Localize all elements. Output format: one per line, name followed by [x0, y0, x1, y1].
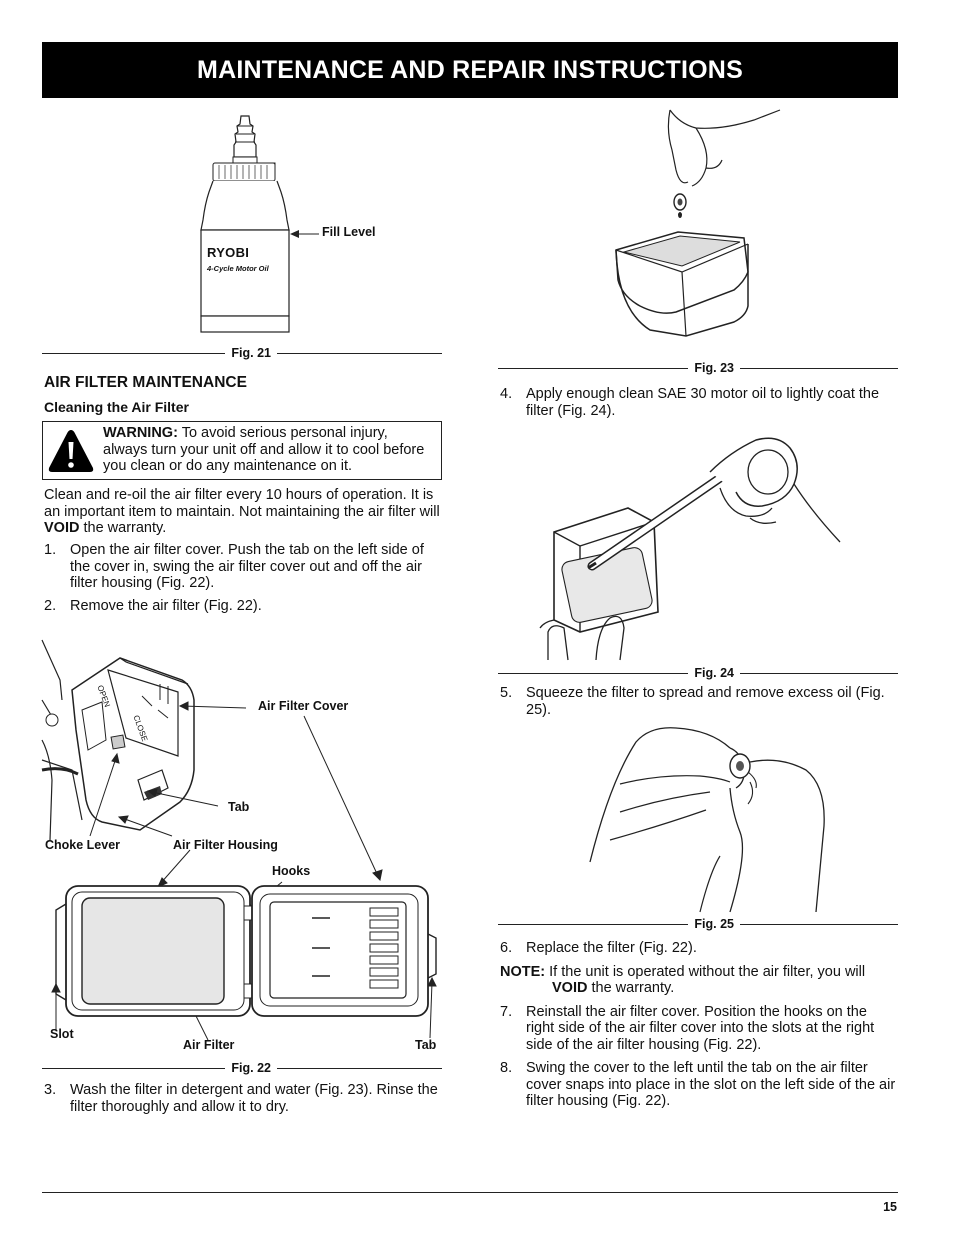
- warning-text: WARNING: To avoid serious personal injur…: [99, 422, 441, 479]
- air-filter-engine-illustration: [41, 639, 195, 841]
- right-steps-lower: 6. Replace the filter (Fig. 22). NOTE: If…: [500, 940, 898, 1110]
- page-title: MAINTENANCE AND REPAIR INSTRUCTIONS: [197, 55, 743, 84]
- fig25-caption: Fig. 25: [694, 917, 734, 931]
- note-label: NOTE:: [500, 963, 546, 980]
- step-number: 6.: [500, 940, 513, 956]
- step-6: 6. Replace the filter (Fig. 22).: [500, 940, 898, 957]
- step-text: Remove the air filter (Fig. 22).: [70, 597, 262, 614]
- step-number: 2.: [44, 597, 57, 614]
- label-choke-lever: Choke Lever: [45, 838, 121, 852]
- fill-level-label: Fill Level: [322, 225, 376, 239]
- subsection-title-cleaning: Cleaning the Air Filter: [44, 399, 189, 415]
- fig23-caption-line: Fig. 23: [498, 361, 898, 375]
- warning-label: WARNING:: [103, 425, 178, 441]
- intro-text-b: the warranty.: [79, 520, 167, 536]
- label-hooks: Hooks: [272, 864, 311, 878]
- step-text: Apply enough clean SAE 30 motor oil to l…: [526, 386, 880, 419]
- step-8: 8. Swing the cover to the left until the …: [500, 1060, 898, 1110]
- label-air-filter: Air Filter: [183, 1038, 235, 1052]
- intro-text-a: Clean and re-oil the air filter every 10…: [44, 487, 440, 520]
- fig21-caption-line: Fig. 21: [42, 346, 442, 360]
- section-title-air-filter: AIR FILTER MAINTENANCE: [44, 374, 247, 391]
- oil-drip-tray-illustration: [615, 109, 781, 337]
- note-block: NOTE: If the unit is operated without th…: [500, 964, 898, 997]
- step-number: 7.: [500, 1003, 513, 1020]
- fig21-caption: Fig. 21: [231, 346, 271, 360]
- note-void: VOID: [552, 980, 588, 996]
- warning-body: To avoid serious personal injury, always…: [103, 425, 425, 474]
- step-2: 2. Remove the air filter (Fig. 22).: [44, 598, 442, 615]
- step-5: 5. Squeeze the filter to spread and remov…: [500, 685, 898, 718]
- label-air-filter-housing: Air Filter Housing: [173, 838, 278, 852]
- fill-level-arrow: [290, 230, 319, 238]
- step-number: 8.: [500, 1060, 513, 1076]
- footer-rule: [42, 1192, 898, 1193]
- step-4-container: 4. Apply enough clean SAE 30 motor oil to…: [500, 386, 898, 419]
- label-tab-top: Tab: [228, 800, 250, 814]
- fig24-caption-line: Fig. 24: [498, 666, 898, 680]
- step-7: 7. Reinstall the air filter cover. Positi…: [500, 1004, 898, 1054]
- oil-bottle-illustration: [200, 115, 290, 333]
- label-tab-bottom: Tab: [415, 1038, 437, 1052]
- step-3: 3. Wash the filter in detergent and water…: [44, 1082, 442, 1115]
- label-slot: Slot: [50, 1027, 74, 1041]
- warning-box: WARNING: To avoid serious personal injur…: [42, 421, 442, 480]
- step-5-container: 5. Squeeze the filter to spread and remov…: [500, 685, 898, 718]
- fig24-caption: Fig. 24: [694, 666, 734, 680]
- air-filter-housing-open-illustration: [55, 885, 437, 1017]
- note-text: NOTE: If the unit is operated without th…: [500, 964, 898, 997]
- fig25-caption-line: Fig. 25: [498, 917, 898, 931]
- bottle-label-text: 4-Cycle Motor Oil: [207, 264, 269, 273]
- step-number: 4.: [500, 386, 513, 402]
- squeeze-filter-illustration: [589, 727, 825, 913]
- step-3-container: 3. Wash the filter in detergent and water…: [44, 1082, 442, 1115]
- intro-void: VOID: [44, 520, 80, 536]
- step-text: Squeeze the filter to spread and remove …: [526, 685, 885, 718]
- warning-triangle-icon: [43, 422, 99, 479]
- note-body-b: the warranty.: [587, 980, 675, 996]
- step-text: Replace the filter (Fig. 22).: [526, 940, 697, 956]
- step-number: 5.: [500, 685, 513, 701]
- step-text: Swing the cover to the left until the ta…: [526, 1060, 896, 1109]
- step-4: 4. Apply enough clean SAE 30 motor oil to…: [500, 386, 898, 419]
- fig22-caption: Fig. 22: [231, 1061, 271, 1075]
- step-text: Open the air filter cover. Push the tab …: [70, 542, 424, 591]
- oil-application-illustration: [539, 437, 841, 661]
- label-air-filter-cover: Air Filter Cover: [258, 699, 349, 713]
- step-text: Wash the filter in detergent and water (…: [70, 1082, 438, 1115]
- fig22-caption-line: Fig. 22: [42, 1061, 442, 1075]
- page-number: 15: [883, 1200, 897, 1214]
- bottle-brand-logo: RYOBI: [207, 245, 250, 260]
- step-number: 1.: [44, 542, 57, 558]
- step-text: Reinstall the air filter cover. Position…: [526, 1003, 875, 1053]
- fig23-caption: Fig. 23: [694, 361, 734, 375]
- page-header-bar: MAINTENANCE AND REPAIR INSTRUCTIONS: [42, 42, 898, 98]
- steps-list-left: 1. Open the air filter cover. Push the ta…: [44, 542, 442, 614]
- step-number: 3.: [44, 1082, 57, 1098]
- step-1: 1. Open the air filter cover. Push the ta…: [44, 542, 442, 592]
- intro-paragraph: Clean and re-oil the air filter every 10…: [44, 487, 442, 537]
- note-body-a: If the unit is operated without the air …: [545, 963, 866, 980]
